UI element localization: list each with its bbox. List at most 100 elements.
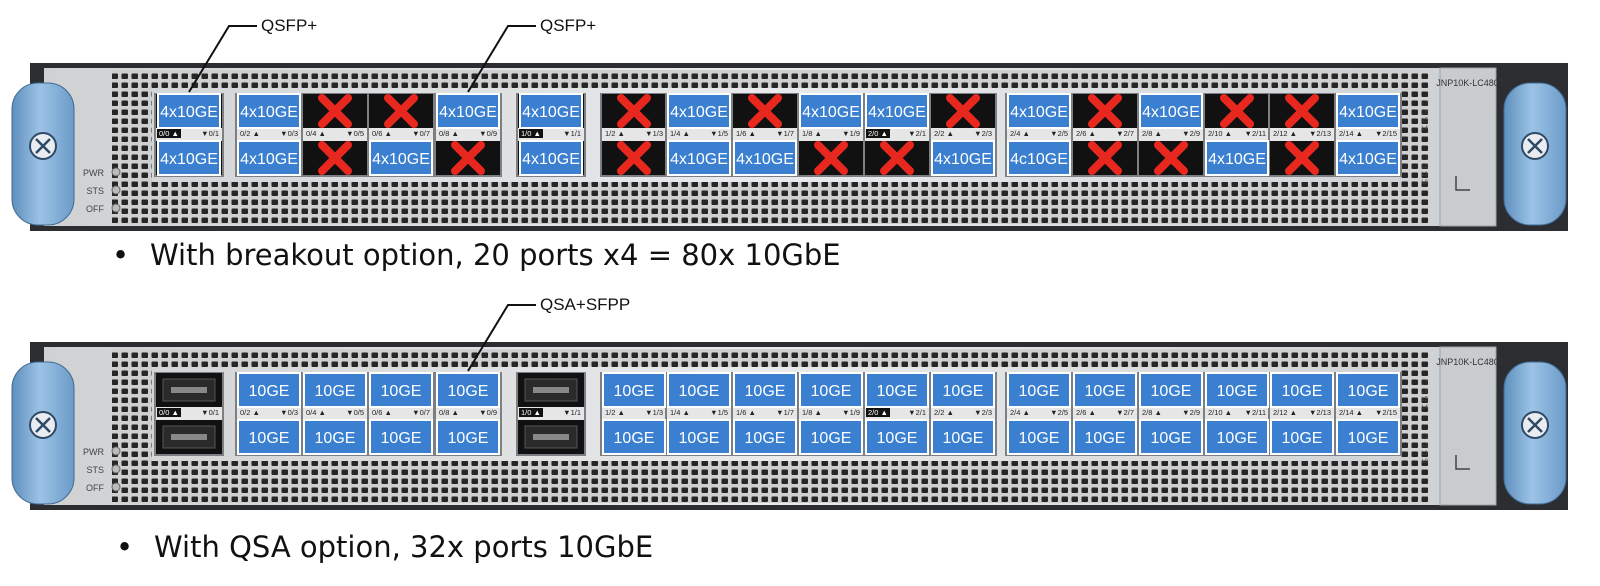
port-number-top: 0/2 ▲ [240, 408, 260, 417]
port-mode-label-text: 4x10GE [868, 104, 926, 121]
port-number-strip [733, 407, 797, 420]
port-number-bottom: ▼1/7 [776, 129, 794, 138]
led-indicator [111, 464, 121, 474]
port-mode-label [1270, 372, 1334, 408]
port-mode-label [931, 419, 995, 455]
unavailable-x-icon [748, 94, 782, 128]
port-number-bottom: ▼1/1 [563, 408, 581, 417]
port-mode-label [369, 140, 433, 176]
port-number-strip [436, 407, 500, 420]
port-mode-label [1139, 372, 1203, 408]
port-number-strip [369, 407, 433, 420]
port-number-bottom: ▼2/7 [1116, 129, 1134, 138]
port-mode-label [667, 93, 731, 129]
port-mode-label [436, 419, 500, 455]
port-number-highlight [157, 129, 181, 138]
port-mode-label [1205, 372, 1269, 408]
port-number-top: 1/4 ▲ [670, 408, 690, 417]
port-number-top: 2/6 ▲ [1076, 408, 1096, 417]
port-mode-label-text: 4x10GE [372, 151, 430, 168]
unavailable-x-icon [946, 94, 980, 128]
port-number-top: 2/8 ▲ [1142, 129, 1162, 138]
port-mode-label [519, 93, 583, 129]
vent-right [1400, 88, 1430, 182]
port-mode-label-text: 10GE [877, 430, 918, 447]
lane-led-label: L3 [1421, 156, 1428, 162]
lane-led-label: L0 [1421, 459, 1428, 465]
breakout-bullet-text: With breakout option, 20 ports x4 = 80x … [150, 238, 841, 272]
port-number-top: 2/12 ▲ [1273, 408, 1297, 417]
lane-led-label: L3 [1421, 435, 1428, 441]
port-mode-label [436, 93, 500, 129]
port-mode-label [667, 419, 731, 455]
port-number-strip [1205, 407, 1269, 420]
port-number-top: 1/2 ▲ [605, 129, 625, 138]
vent-bottom [112, 461, 1430, 503]
port-number-strip [1073, 128, 1137, 141]
port-mode-label-text: 4x10GE [736, 151, 794, 168]
port-number-strip [1073, 407, 1137, 420]
port-mode-label-text: 4x10GE [802, 104, 860, 121]
port-number-top: 1/0 ▲ [521, 129, 541, 138]
port-number-bottom: ▼0/1 [201, 408, 219, 417]
port-mode-label [1336, 93, 1400, 129]
corner-mark [1455, 176, 1470, 191]
port-mode-label [519, 140, 583, 176]
port-mode-label [1073, 372, 1137, 408]
port-number-strip [602, 407, 666, 420]
port-mode-label [1007, 140, 1071, 176]
callout-label: QSFP+ [261, 16, 317, 35]
vent-top [112, 349, 1430, 367]
port-mode-label-text: 4x10GE [1010, 104, 1068, 121]
port-number-top: 2/2 ▲ [934, 408, 954, 417]
port-number-top: 2/0 ▲ [868, 129, 888, 138]
led-label: PWR [83, 168, 104, 178]
port-number-strip [303, 407, 367, 420]
port-mode-label-text: 10GE [877, 383, 918, 400]
port-number-bottom: ▼2/15 [1375, 129, 1397, 138]
led-indicator [111, 482, 121, 492]
vent-left [112, 88, 152, 182]
port-number-strip [237, 128, 301, 141]
port-mode-label [733, 140, 797, 176]
unavailable-x-icon [1088, 94, 1122, 128]
vent-bottom [112, 182, 1430, 224]
port-mode-label-text: 10GE [1282, 430, 1323, 447]
port-number-top: 2/8 ▲ [1142, 408, 1162, 417]
port-number-bottom: ▼2/13 [1309, 129, 1331, 138]
port-number-bottom: ▼1/7 [776, 408, 794, 417]
port-mode-label-text: 4x10GE [670, 151, 728, 168]
right-plate [1439, 67, 1497, 227]
port-mode-label-text: 10GE [811, 430, 852, 447]
breakout-bullet: •With breakout option, 20 ports x4 = 80x… [112, 238, 841, 272]
port-number-bottom: ▼0/3 [280, 408, 298, 417]
port-mode-label-text: 4x10GE [1142, 104, 1200, 121]
port-mode-label [1205, 419, 1269, 455]
port-mode-label-text: 4x10GE [160, 151, 218, 168]
port-mode-label [799, 93, 863, 129]
port-number-top: 0/2 ▲ [240, 129, 260, 138]
unavailable-x-icon [1285, 94, 1319, 128]
lane-led-label: L1 [1421, 451, 1428, 457]
port-number-bottom: ▼0/5 [346, 408, 364, 417]
port-number-strip [799, 407, 863, 420]
port-number-highlight [866, 408, 890, 417]
port-mode-label [733, 419, 797, 455]
lane-led-label: L4 [1421, 405, 1428, 411]
qsfp-contact [533, 387, 569, 393]
card-model-label: JNP10K-LC4802 [1436, 357, 1504, 367]
port-mode-label-text: 4x10GE [1339, 151, 1397, 168]
port-mode-label-text: 10GE [1348, 430, 1389, 447]
lane-led-label: L5 [1421, 397, 1428, 403]
port-mode-label-text: 4x10GE [240, 104, 298, 121]
lane-led-label: L4 [1421, 126, 1428, 132]
port-mode-label [799, 419, 863, 455]
port-mode-label-text: 10GE [614, 383, 655, 400]
port-number-bottom: ▼1/3 [645, 408, 663, 417]
qsfp-contact [171, 387, 207, 393]
unavailable-x-icon [318, 94, 352, 128]
port-number-strip [602, 128, 666, 141]
bullet-dot: • [116, 530, 134, 564]
port-number-strip [1205, 128, 1269, 141]
port-number-top: 0/8 ▲ [439, 129, 459, 138]
